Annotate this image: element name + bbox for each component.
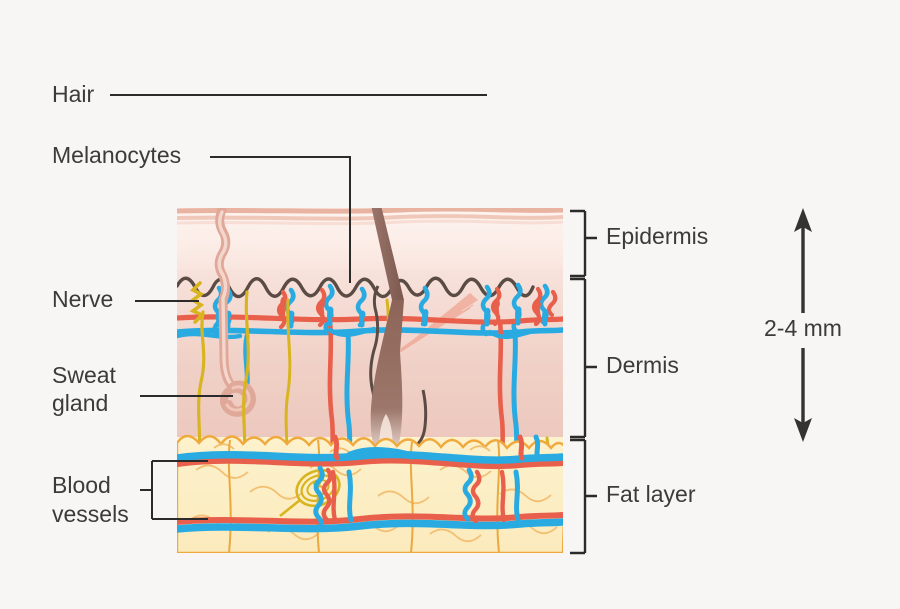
- fat-vessel-right-red: [517, 434, 525, 461]
- fat-vessel-deep-red: [330, 469, 338, 523]
- leader-lines: [110, 94, 487, 520]
- arteriole-horizontal: [177, 314, 563, 325]
- bracket-epidermis: [570, 209, 597, 278]
- nerve-ending-zigzag: [189, 281, 206, 324]
- fat-connector-red-1: [321, 467, 333, 523]
- sweat-duct-lumen: [217, 210, 234, 387]
- bracket-dermis: [570, 277, 597, 439]
- fat-vessel-deep-blue: [346, 469, 354, 523]
- label-sweat-gland: Sweat gland: [52, 362, 122, 416]
- hair-root: [370, 300, 404, 456]
- label-dermis: Dermis: [606, 352, 679, 378]
- fat-vessel-deep-blue2: [513, 469, 521, 523]
- scale-arrowhead-down: [794, 418, 812, 442]
- scale-arrowhead-up: [794, 208, 812, 232]
- fat-vessel-right-blue: [533, 434, 541, 461]
- hair-bulb-vessel: [346, 447, 416, 460]
- label-nerve: Nerve: [52, 286, 113, 312]
- skin-block: [177, 208, 563, 553]
- leader-melanocytes: [210, 156, 351, 283]
- label-blood-vessels: Blood vessels: [52, 472, 129, 527]
- fat-connector-blue-2: [462, 467, 474, 522]
- fat-connector-red-2: [470, 469, 482, 524]
- label-hair: Hair: [52, 81, 95, 107]
- skin-surface: [177, 208, 563, 226]
- label-fat-layer: Fat layer: [606, 481, 696, 507]
- layer-brackets: Epidermis Dermis Fat layer: [570, 209, 708, 555]
- scale-label: 2-4 mm: [764, 315, 842, 341]
- fat-vessel-deep-red2: [499, 469, 507, 523]
- bracket-fat-layer: [570, 438, 597, 555]
- fat-vessel-left-red: [332, 434, 340, 461]
- melanocyte-boundary: [177, 276, 535, 299]
- fat-venule-lower: [177, 518, 563, 533]
- fat-connector-blue-1: [313, 465, 325, 531]
- fat-arteriole-lower: [177, 512, 563, 525]
- thickness-scale: 2-4 mm: [764, 208, 842, 442]
- leader-blood-vessels: [140, 460, 208, 520]
- label-epidermis: Epidermis: [606, 223, 708, 249]
- hair-shaft: [371, 208, 404, 300]
- fat-arteriole-upper: [177, 457, 563, 470]
- label-melanocytes: Melanocytes: [52, 142, 181, 168]
- left-labels: Hair Melanocytes Nerve Sweat gland Blood…: [52, 81, 181, 527]
